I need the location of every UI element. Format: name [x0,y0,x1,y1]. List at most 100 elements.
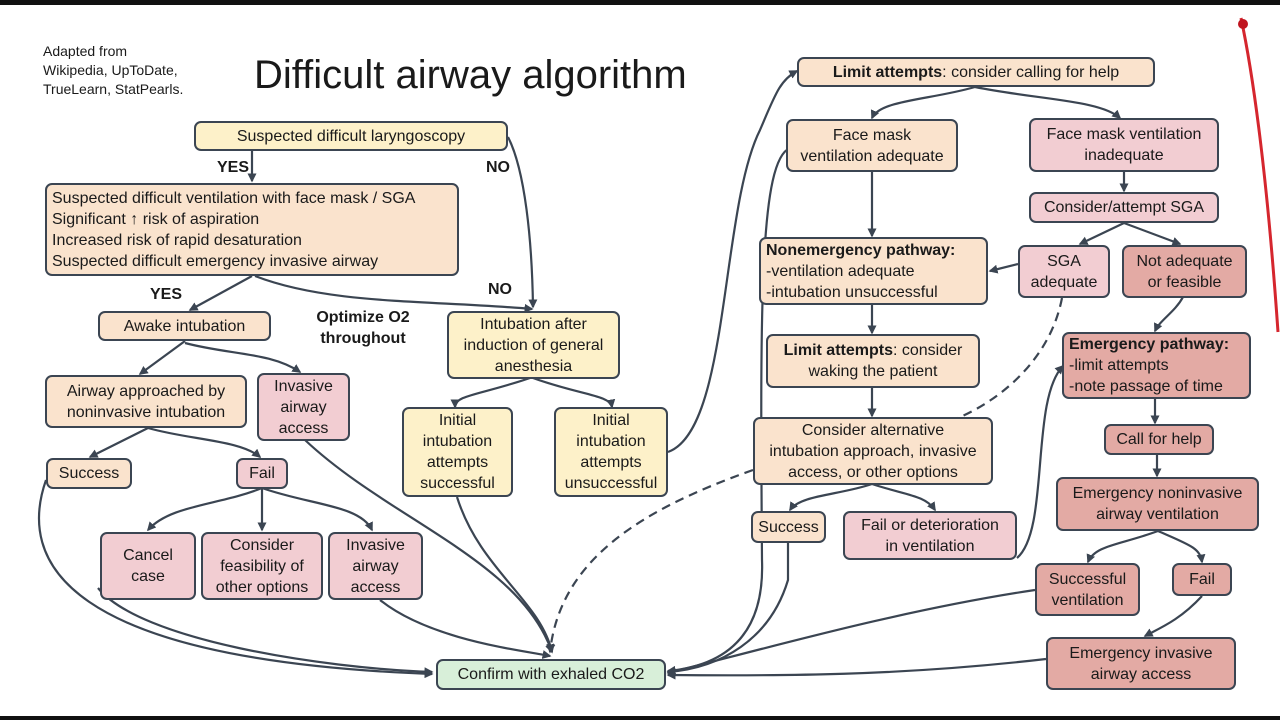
node-face-mask-adequate: Face mask ventilation adequate [786,119,958,172]
yes-label: YES [217,159,250,176]
node-text: Successful [1048,570,1127,588]
node-text: Fail [1189,571,1215,588]
edge-fail-to-cancel [147,486,263,532]
node-text: Increased risk of rapid desaturation [52,231,302,249]
node-text: Limit attempts: consider [784,340,963,361]
node-text: anesthesia [494,357,573,375]
node-text: Invasive [346,536,405,554]
node-successful-ventilation: Successful ventilation [1035,563,1140,616]
node-text: induction of general [463,336,604,354]
node-text: : consider calling for help [942,63,1120,81]
node-text: Significant ↑ risk of aspiration [52,210,260,228]
page-title: Difficult airway algorithm [254,53,687,97]
node-text: successful [420,475,495,492]
edge-noninvasive-to-successful [1086,529,1159,564]
node-consider-alternative: Consider alternative intubation approach… [753,417,993,485]
no-label: NO [488,281,512,298]
node-text: Not adequate [1136,252,1233,270]
node-airway-noninvasive: Airway approached by noninvasive intubat… [45,375,247,428]
node-text: SGA [1047,252,1081,270]
edge-limit-line-to-confirm [666,146,791,675]
node-text: airway ventilation [1096,506,1219,523]
edge-alternative-to-fail [871,482,936,512]
node-text: intubation [576,433,646,450]
node-text: intubation [422,433,493,450]
note-line: Optimize O2 [316,309,410,326]
node-bold-text: Limit attempts [783,342,893,359]
pen-annotation [1238,17,1280,333]
node-initial-unsuccessful: Initial intubation attempts unsuccessful [554,407,668,497]
node-text: other options [215,578,309,596]
node-text: -limit attempts [1069,357,1169,374]
node-text: Consider/attempt SGA [1043,199,1205,216]
node-emergency-invasive: Emergency invasive airway access [1046,637,1236,690]
node-text: Airway approached by [66,382,226,400]
edge-induction-to-initial-fail [532,376,616,409]
node-text: unsuccessful [564,475,658,492]
node-text: Fail or deterioration [861,516,999,534]
node-text: waking the patient [808,363,938,380]
node-text: case [131,568,165,585]
edge-fail-to-emergency [1016,364,1065,559]
no-label: NO [486,159,510,176]
node-text: Emergency noninvasive [1072,485,1243,502]
source-line: Adapted from [43,43,128,59]
node-text: in ventilation [885,537,975,555]
edge-risk-to-awake [188,275,253,311]
node-emergency-pathway: Emergency pathway: -limit attempts -note… [1062,332,1251,399]
node-text: or feasible [1147,273,1222,291]
edge-sga-to-adequate [1078,222,1125,245]
node-fail-deterioration: Fail or deterioration in ventilation [843,511,1017,560]
node-cancel-case: Cancel case [100,532,196,600]
node-text: -ventilation adequate [766,262,915,280]
node-text: inadequate [1084,147,1164,164]
edge-laryngoscopy-to-induction [507,136,538,309]
edge-limit-to-facemask-inadequate [974,85,1122,120]
node-text: Face mask ventilation [1046,126,1202,143]
node-text: feasibility of [220,557,304,575]
node-text: Fail [249,465,275,482]
source-note: Adapted from Wikipedia, UpToDate, TrueLe… [43,42,183,99]
node-text: Initial [592,412,630,429]
node-text: access, or other options [788,463,958,481]
edge-awake-to-invasive [184,341,302,373]
edge-invasive1-to-confirm [304,439,554,654]
node-text: Consider alternative [801,421,945,439]
node-risk-factors: Suspected difficult ventilation with fac… [45,183,459,276]
node-nonemergency-pathway: Nonemergency pathway: -ventilation adequ… [759,237,988,305]
node-text: Initial [438,412,477,429]
edge-dashed-alternative-to-confirm [546,468,754,654]
node-text: Limit attempts: consider calling for hel… [833,62,1119,83]
node-emergency-noninvasive: Emergency noninvasive airway ventilation [1056,477,1259,531]
edge-noninvasive-to-fail [1157,529,1206,564]
node-suspected-laryngoscopy: Suspected difficult laryngoscopy [194,121,508,151]
edge-limit-to-facemask-adequate [870,85,976,120]
edge-sgaadequate-to-nonemergency [988,262,1019,274]
edge-unsuccessful-to-limit [667,70,799,454]
node-success-2: Success [751,511,826,543]
node-text: Success [758,518,819,536]
node-limit-attempts-waking: Limit attempts: consider waking the pati… [766,334,980,388]
source-line: Wikipedia, UpToDate, [43,62,178,78]
yes-label: YES [150,286,183,303]
node-text: adequate [1030,273,1098,291]
node-text: attempts [580,454,642,471]
node-consider-feasibility: Consider feasibility of other options [201,532,323,600]
edge-awake-to-airway [138,340,186,375]
node-text: attempts [426,454,489,471]
node-heading: Nonemergency pathway: [766,241,956,259]
edge-induction-to-initial-success [450,376,531,409]
node-text: Call for help [1116,431,1202,448]
node-text: Confirm with exhaled CO2 [457,666,645,683]
node-text: Emergency invasive [1069,644,1213,662]
node-intubation-after-induction: Intubation after induction of general an… [447,311,620,379]
node-text: Consider [229,536,295,554]
node-text: Face mask [832,126,912,144]
node-call-for-help: Call for help [1104,424,1214,455]
node-text: Suspected difficult ventilation with fac… [52,189,416,207]
node-success-1: Success [46,458,132,489]
node-text: Invasive [274,377,333,395]
node-invasive-access-1: Invasive airway access [257,373,350,441]
